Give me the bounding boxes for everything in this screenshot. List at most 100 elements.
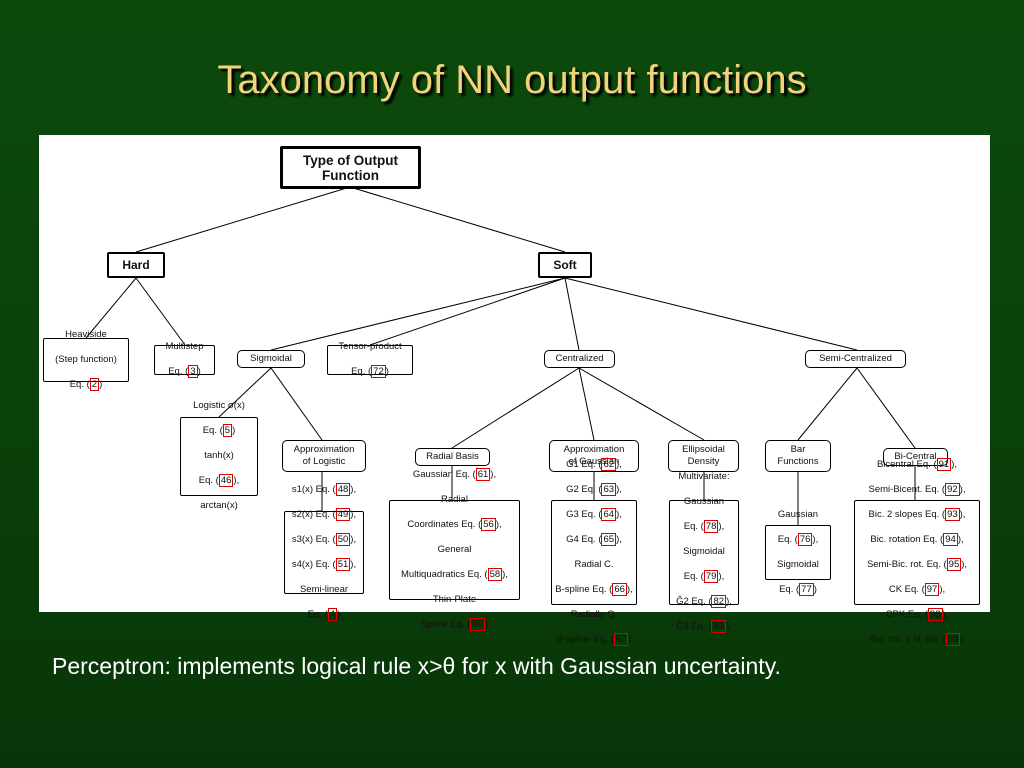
node-type-of-output-function: Type of Output Function — [280, 146, 421, 189]
node-multistep: Multistep Eq. (3) — [154, 341, 215, 379]
equation-reference[interactable]: 76 — [797, 532, 813, 546]
equation-reference[interactable]: 65 — [601, 532, 617, 546]
node-gaussian-approximation-list: G1 Eq. (62), G2 Eq. (63), G3 Eq. (64), G… — [551, 457, 637, 646]
ellipsoidal-line-4: Sigmoidal — [683, 546, 725, 558]
equation-reference[interactable]: 99 — [945, 632, 961, 646]
ellipsoidal-line-1: Multivariate: — [678, 471, 730, 483]
slide-title: Taxonomy of NN output functions — [217, 58, 807, 102]
sigmoid-approx-line-2: s2(x) Eq. (49), — [291, 507, 357, 521]
slide-caption: Perceptron: implements logical rule x>θ … — [52, 653, 781, 679]
node-bi-central: Bi-Central — [883, 448, 948, 466]
gaussian-approx-line-7: Radially Q. — [570, 608, 618, 620]
heaviside-line-2: (Step function) — [55, 353, 117, 365]
node-hard: Hard — [107, 252, 165, 278]
ellipsoidal-line-6: Ĝ2 Eq. (82), — [676, 595, 732, 609]
equation-reference[interactable]: 93 — [945, 507, 960, 521]
equation-reference[interactable]: 82 — [711, 595, 727, 609]
node-bi-central-list: Bicentral Eq. (91), Semi-Bicent. Eq. (92… — [854, 457, 980, 646]
sigmoid-approx-line-4: s4(x) Eq. (51), — [291, 557, 357, 571]
gaussian-approx-line-6: B-spline Eq. (66), — [555, 582, 633, 596]
gaussian-approx-line-1: G1 Eq. (62), — [566, 457, 622, 471]
tensor-product-line-1: Tensor-product — [338, 341, 402, 353]
equation-reference[interactable]: 51 — [335, 557, 351, 571]
equation-reference[interactable]: 49 — [335, 507, 351, 521]
logistic-line-2: Eq. (5) — [202, 424, 236, 438]
logistic-line-4: Eq. (46), — [198, 474, 240, 488]
bicentral-line-7: CPK Eq. (98), — [885, 607, 949, 621]
equation-reference[interactable]: 98 — [927, 607, 943, 621]
gaussian-approx-line-2: G2 Eq. (63), — [566, 482, 622, 496]
radial-line-2: Radial — [441, 493, 468, 505]
node-heaviside: Heaviside (Step function) Eq. (2) — [43, 329, 129, 391]
equation-reference[interactable]: 91 — [936, 457, 952, 471]
equation-reference[interactable]: 46 — [218, 474, 234, 488]
heaviside-line-3: Eq. (2) — [69, 377, 103, 391]
sigmoid-approx-line-1: s1(x) Eq. (48), — [291, 482, 357, 496]
equation-reference[interactable]: 77 — [799, 582, 814, 596]
equation-reference[interactable]: 64 — [601, 507, 617, 521]
radial-line-3: Coordinates Eq. (56), — [407, 517, 502, 531]
equation-reference[interactable]: 60 — [470, 617, 485, 631]
equation-reference[interactable]: 56 — [481, 517, 496, 531]
connector-lines — [85, 186, 916, 525]
equation-reference[interactable]: 78 — [703, 520, 719, 534]
logistic-line-1: Logistic σ(x) — [193, 400, 245, 412]
equation-reference[interactable]: 72 — [371, 365, 386, 379]
node-bar-functions: Bar Functions — [765, 440, 831, 472]
node-tensor-product: Tensor-product Eq. (72) — [327, 341, 413, 379]
equation-reference[interactable]: 67 — [613, 632, 629, 646]
equation-reference[interactable]: 94 — [943, 532, 958, 546]
node-bar-functions-list: Gaussian Eq. (76), Sigmoidal Eq. (77) — [765, 509, 831, 596]
bar-line-1: Gaussian — [777, 508, 819, 520]
heaviside-line-1: Heaviside — [65, 328, 107, 340]
gaussian-approx-line-8: B-spline Eq. (67) — [556, 632, 632, 646]
node-centralized: Centralized — [544, 350, 615, 368]
equation-reference[interactable]: 2 — [89, 377, 100, 391]
radial-line-4: General — [437, 543, 472, 555]
equation-reference[interactable]: 5 — [222, 424, 233, 438]
equation-reference[interactable]: 63 — [601, 482, 617, 496]
equation-reference[interactable]: 4 — [327, 607, 338, 621]
equation-reference[interactable]: 58 — [487, 567, 503, 581]
node-radial-basis: Radial Basis — [415, 448, 490, 466]
equation-reference[interactable]: 79 — [703, 570, 719, 584]
equation-reference[interactable]: 97 — [924, 582, 940, 596]
equation-reference[interactable]: 83 — [711, 620, 727, 634]
radial-line-5: Multiquadratics Eq. (58), — [401, 567, 508, 581]
radial-line-1: Gaussian Eq. (61), — [412, 467, 497, 481]
ellipsoidal-line-3: Eq. (78), — [683, 520, 725, 534]
tensor-product-line-2: Eq. (72) — [351, 365, 389, 379]
equation-reference[interactable]: 62 — [601, 457, 617, 471]
multistep-line-1: Multistep — [165, 341, 204, 353]
node-sigmoidal: Sigmoidal — [237, 350, 305, 368]
equation-reference[interactable]: 92 — [945, 482, 960, 496]
sigmoid-approx-line-5: Semi-linear — [299, 583, 349, 595]
node-approximation-of-gaussian: Approximation of Gaussian — [549, 440, 639, 472]
equation-reference[interactable]: 66 — [612, 582, 627, 596]
logistic-line-3: tanh(x) — [204, 450, 234, 462]
bicentral-line-3: Bic. 2 slopes Eq. (93), — [868, 507, 966, 521]
sigmoid-approx-line-3: s3(x) Eq. (50), — [291, 532, 357, 546]
equation-reference[interactable]: 61 — [475, 467, 491, 481]
bicentral-line-5: Semi-Bic. rot. Eq. (95), — [866, 557, 968, 571]
node-radial-basis-list: Gaussian Eq. (61), Radial Coordinates Eq… — [389, 467, 520, 631]
gaussian-approx-line-3: G3 Eq. (64), — [566, 507, 622, 521]
node-soft: Soft — [538, 252, 592, 278]
bicentral-line-6: CK Eq. (97), — [888, 582, 946, 596]
bicentral-line-1: Bicentral Eq. (91), — [876, 457, 958, 471]
equation-reference[interactable]: 48 — [335, 482, 351, 496]
node-semi-centralized: Semi-Centralized — [805, 350, 906, 368]
bicentral-line-2: Semi-Bicent. Eq. (92), — [868, 482, 966, 496]
equation-reference[interactable]: 50 — [335, 532, 351, 546]
node-approximation-of-logistic: Approximation of Logistic — [282, 440, 366, 472]
ellipsoidal-line-5: Eq. (79), — [683, 570, 725, 584]
equation-reference[interactable]: 3 — [188, 365, 198, 379]
equation-reference[interactable]: 95 — [946, 557, 962, 571]
bicentral-line-4: Bic. rotation Eq. (94), — [870, 532, 964, 546]
bar-line-3: Sigmoidal — [777, 558, 819, 570]
bar-line-2: Eq. (76), — [777, 532, 819, 546]
radial-line-7: Spline Eq. (60) — [421, 617, 488, 631]
multistep-line-2: Eq. (3) — [168, 365, 201, 379]
node-ellipsoidal-density: Ellipsoidal Density — [668, 440, 739, 472]
bar-line-4: Eq. (77) — [779, 582, 817, 596]
